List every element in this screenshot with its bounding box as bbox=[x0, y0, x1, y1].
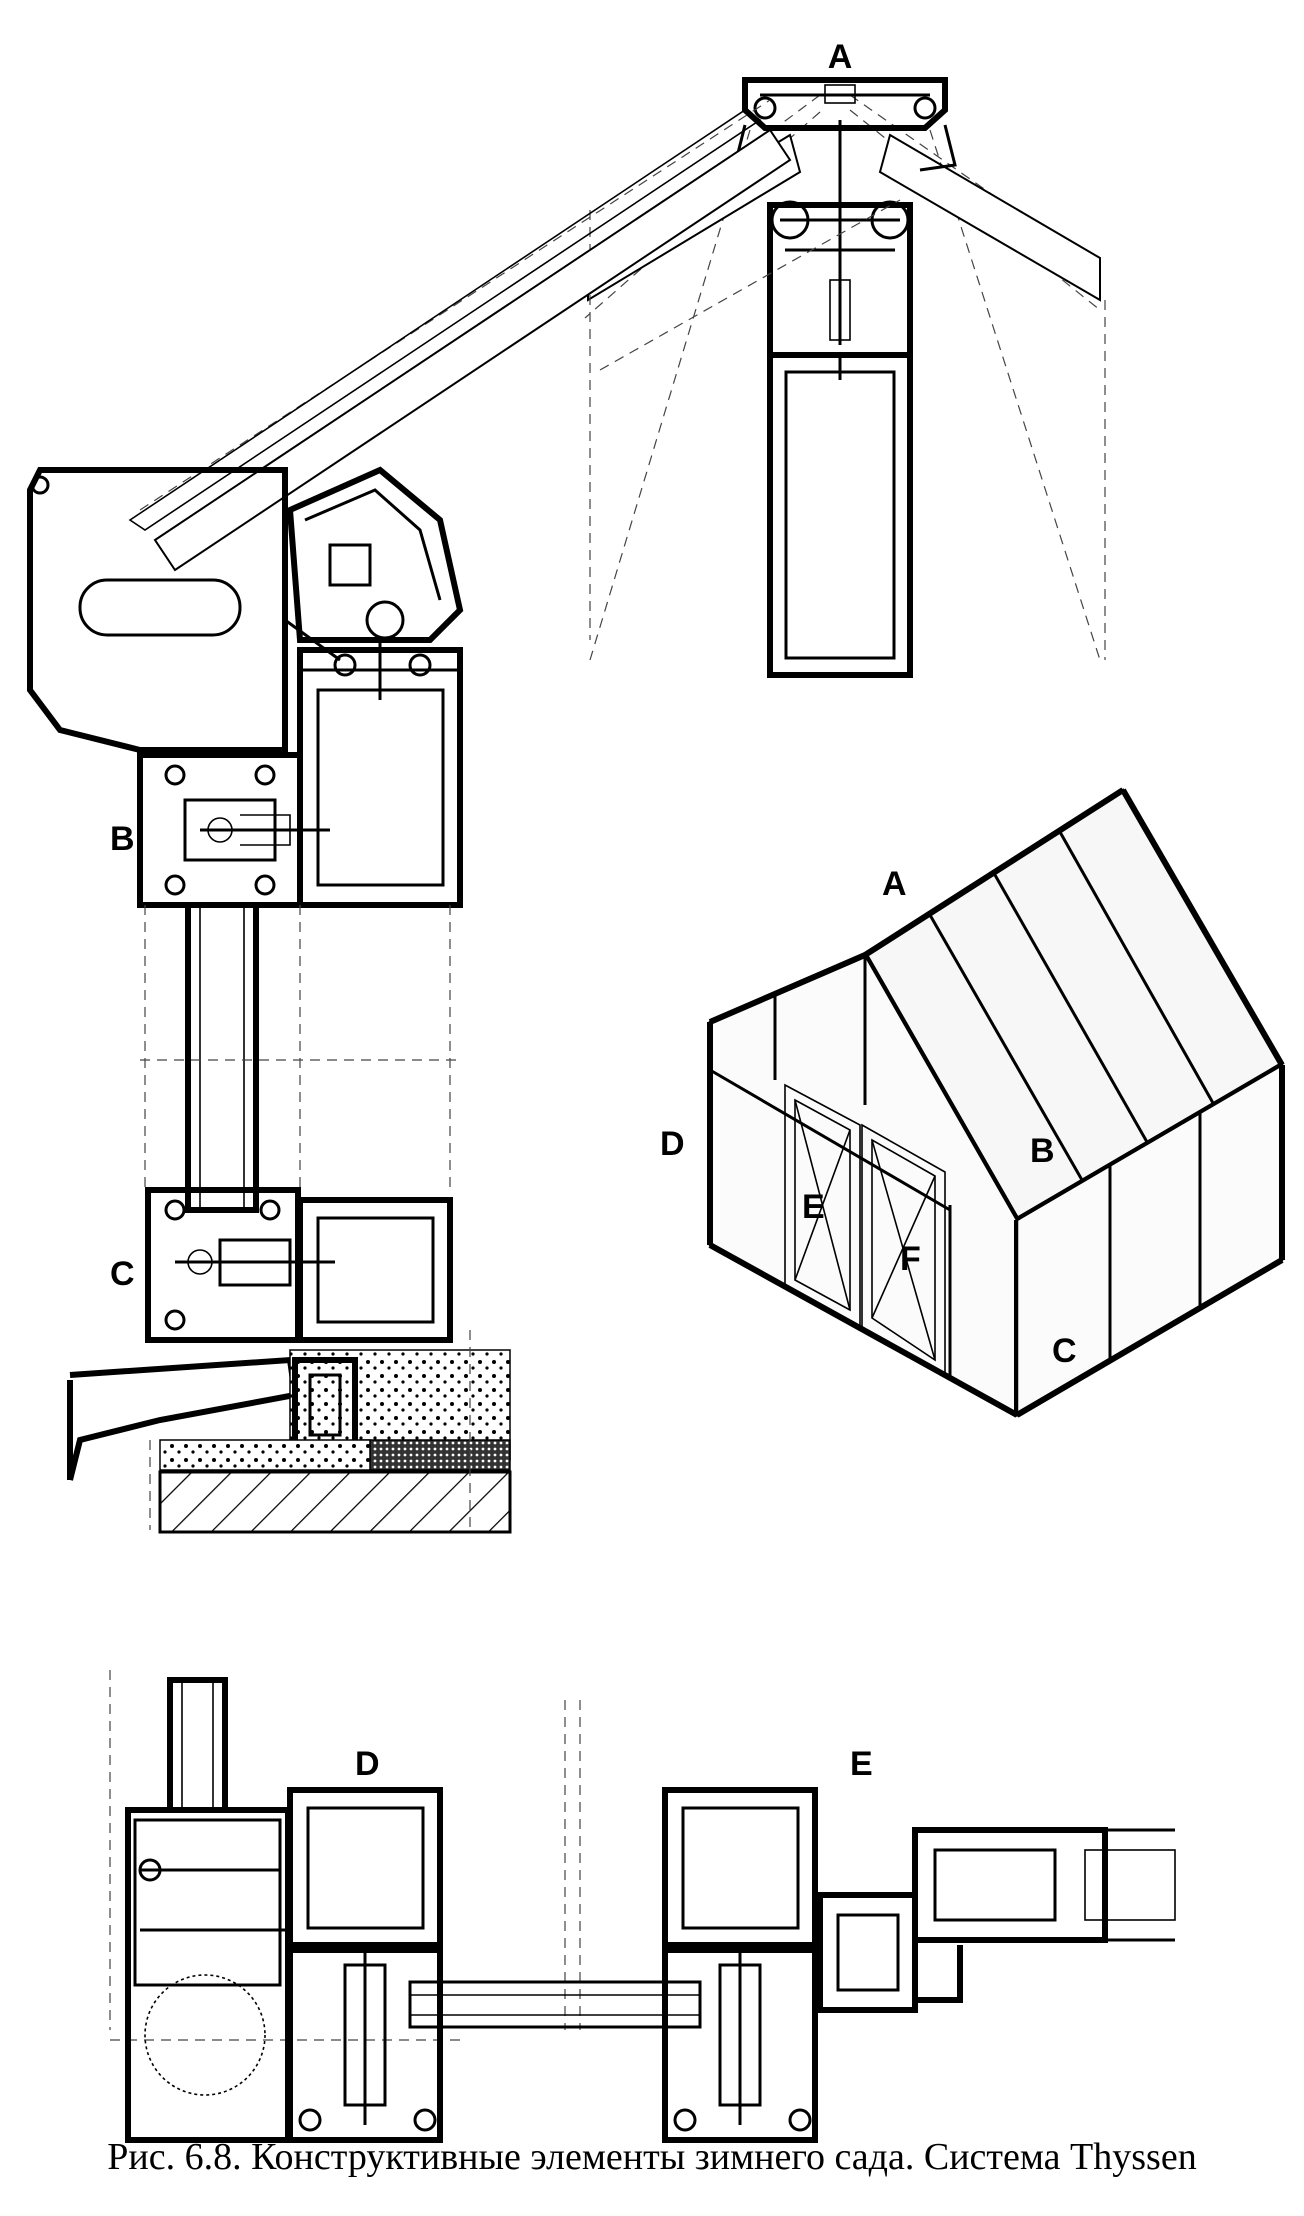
plan-post-d bbox=[287, 1787, 443, 1948]
wall-glass bbox=[185, 902, 259, 1213]
label-b-iso: B bbox=[1030, 1132, 1055, 1170]
plan-section bbox=[109, 1670, 1176, 2143]
label-c-section: C bbox=[110, 1255, 135, 1293]
ridge-beam bbox=[767, 352, 913, 678]
plan-post-e bbox=[662, 1787, 818, 1948]
isometric-greenhouse bbox=[707, 787, 1285, 1418]
plan-door-frame bbox=[817, 1892, 918, 2013]
label-e-iso: E bbox=[802, 1188, 825, 1226]
label-e-plan: E bbox=[850, 1745, 873, 1783]
label-f-iso: F bbox=[900, 1240, 921, 1278]
eaves-wall-section bbox=[27, 99, 901, 1534]
figure-caption: Рис. 6.8. Конструктивные элементы зимнег… bbox=[107, 2136, 1197, 2178]
ridge-detail bbox=[584, 77, 1106, 678]
label-c-iso: C bbox=[1052, 1332, 1077, 1370]
plan-glass bbox=[408, 1980, 702, 2029]
label-d-plan: D bbox=[355, 1745, 380, 1783]
base-beam bbox=[297, 1197, 453, 1343]
gutter bbox=[27, 467, 288, 753]
label-a-ridge: A bbox=[828, 38, 853, 76]
downpipe bbox=[144, 1974, 266, 2096]
foundation bbox=[158, 1470, 512, 1534]
label-b-section: B bbox=[110, 820, 135, 858]
ridge-right-pane bbox=[878, 133, 1101, 302]
roof-glass bbox=[153, 128, 792, 572]
label-a-iso: A bbox=[882, 865, 907, 903]
sill-flashing bbox=[67, 1356, 299, 1481]
label-d-iso: D bbox=[660, 1125, 685, 1163]
